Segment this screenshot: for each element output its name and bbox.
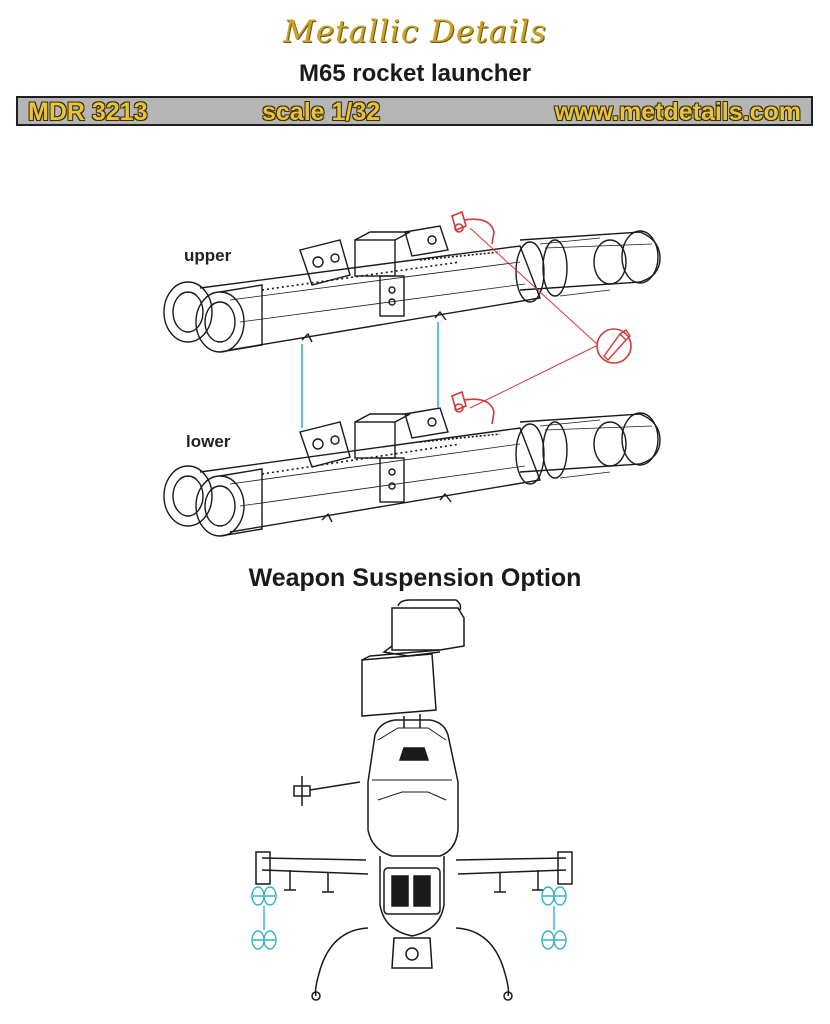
lower-launcher xyxy=(163,407,661,537)
callout-line xyxy=(469,344,599,409)
product-title: M65 rocket launcher xyxy=(298,60,532,87)
lower-red-fitting xyxy=(451,390,495,425)
info-bar: MDR 3213 scale 1/32 www.metdetails.com xyxy=(16,96,813,126)
pen-nib-icon xyxy=(596,328,632,364)
callout-line xyxy=(469,227,599,346)
section-heading: Weapon Suspension Option xyxy=(248,564,582,592)
brand-logo: Metallic Details xyxy=(283,14,547,50)
upper-label: upper xyxy=(184,246,232,265)
lower-label: lower xyxy=(186,432,231,451)
helicopter-front-view xyxy=(255,599,573,1001)
product-code: MDR 3213 xyxy=(28,98,148,126)
pylon-launchers xyxy=(251,886,567,950)
scale-label: scale 1/32 xyxy=(262,98,381,126)
upper-red-fitting xyxy=(451,210,495,245)
upper-launcher xyxy=(163,225,661,353)
website-link[interactable]: www.metdetails.com xyxy=(554,98,801,126)
